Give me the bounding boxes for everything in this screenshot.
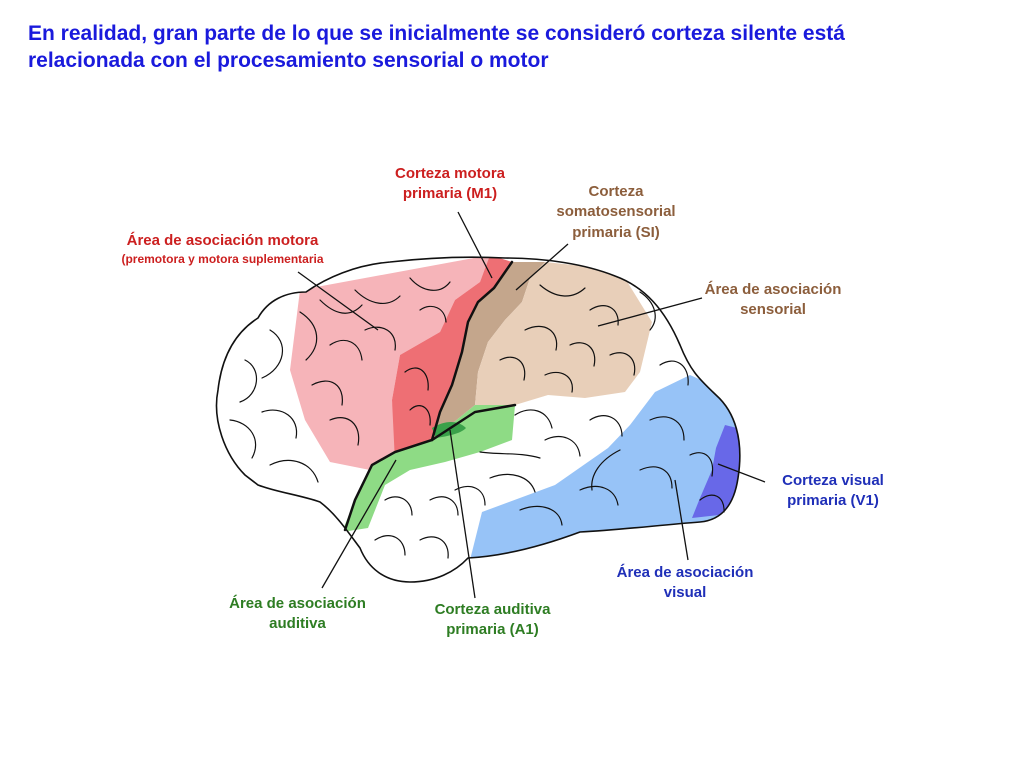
label-motor-primary: Corteza motora primaria (M1) xyxy=(370,164,530,205)
label-somatosensory-line-2: somatosensorial xyxy=(556,203,676,221)
label-visual-primary-line-1: Corteza visual xyxy=(782,472,884,489)
label-auditory-primary: Corteza auditiva primaria (A1) xyxy=(410,600,575,641)
leader-visual-association xyxy=(674,479,689,561)
motor-primary-region xyxy=(392,257,512,462)
leader-auditory-primary xyxy=(449,429,476,599)
label-motor-association: Área de asociación motora (premotora y m… xyxy=(90,231,355,268)
label-somatosensory-line-1: Corteza xyxy=(588,183,644,200)
somatosensory-primary-region xyxy=(432,262,545,440)
leader-visual-primary xyxy=(717,463,766,483)
brain-outline xyxy=(215,256,741,583)
major-sulci xyxy=(343,260,517,532)
central-sulcus xyxy=(430,260,514,442)
label-auditory-association-line-1: Área de asociación xyxy=(229,595,366,612)
leader-motor-primary xyxy=(457,211,493,279)
slide-title-line-2: relacionada con el procesamiento sensori… xyxy=(28,49,549,73)
leader-motor-association xyxy=(297,271,379,331)
leader-sensory-association xyxy=(597,297,703,327)
label-visual-primary: Corteza visual primaria (V1) xyxy=(758,471,908,512)
label-motor-primary-line-2: primaria (M1) xyxy=(402,185,498,203)
label-motor-association-line-2: (premotora y motora suplementaria xyxy=(121,252,324,267)
label-visual-association-line-1: Área de asociación xyxy=(616,564,754,581)
sensory-association-region xyxy=(475,262,652,405)
slide-title: En realidad, gran parte de lo que se ini… xyxy=(28,20,988,75)
label-somatosensory-primary: Corteza somatosensorial primaria (SI) xyxy=(526,182,706,243)
label-auditory-primary-line-1: Corteza auditiva xyxy=(434,601,551,618)
gyri-lines xyxy=(229,277,725,559)
leader-somatosensory-primary xyxy=(515,243,569,291)
visual-primary-region xyxy=(692,425,740,518)
label-motor-association-line-1: Área de asociación motora xyxy=(126,232,319,249)
label-auditory-primary-line-2: primaria (A1) xyxy=(446,621,539,639)
label-visual-association-line-2: visual xyxy=(663,584,707,602)
label-sensory-association-line-2: sensorial xyxy=(740,301,806,319)
label-sensory-association: Área de asociación sensorial xyxy=(688,280,858,321)
label-auditory-association: Área de asociación auditiva xyxy=(200,594,395,635)
auditory-association-region xyxy=(342,405,515,532)
label-visual-primary-line-2: primaria (V1) xyxy=(787,492,879,510)
label-somatosensory-line-3: primaria (SI) xyxy=(572,223,660,241)
lateral-sulcus xyxy=(343,403,517,532)
slide-title-line-1: En realidad, gran parte de lo que se ini… xyxy=(28,22,845,45)
leader-auditory-association xyxy=(321,459,397,589)
leader-lines xyxy=(297,211,766,599)
label-visual-association: Área de asociación visual xyxy=(600,563,770,604)
label-auditory-association-line-2: auditiva xyxy=(269,615,326,633)
label-motor-primary-line-1: Corteza motora xyxy=(394,165,506,182)
label-sensory-association-line-1: Área de asociación xyxy=(704,281,842,298)
